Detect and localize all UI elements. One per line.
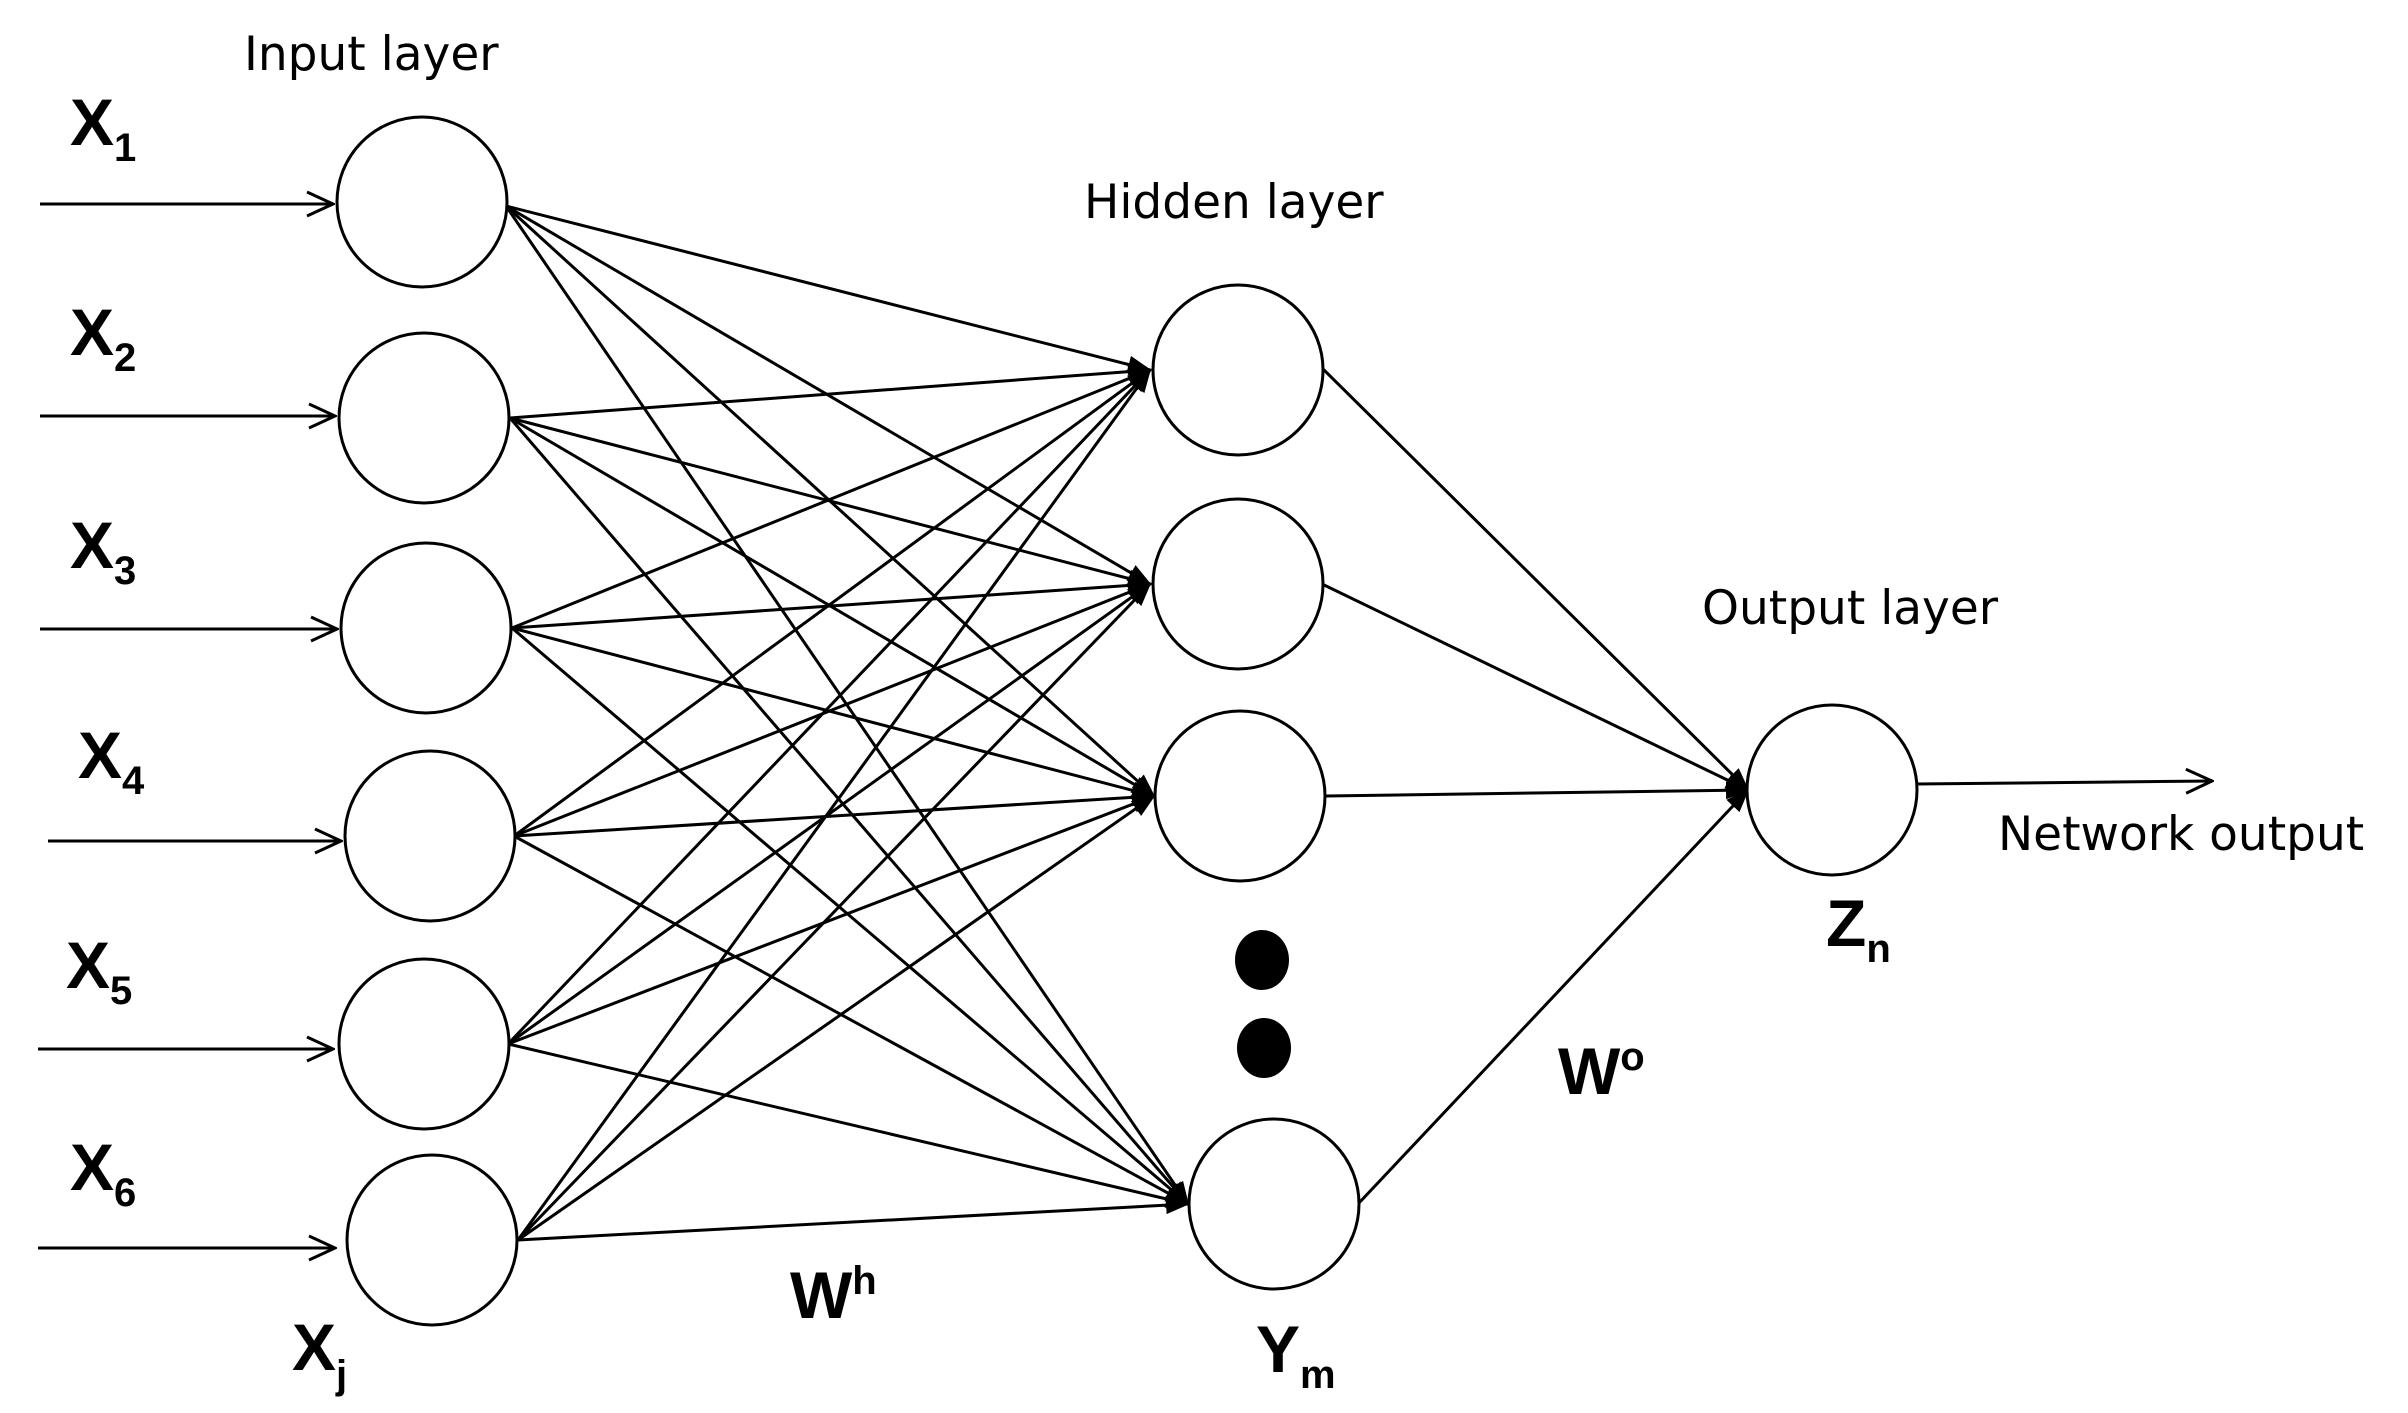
input-node-2 (337, 331, 511, 505)
input-layer-nodes (335, 115, 519, 1327)
input-node-1 (335, 115, 509, 289)
input-node-5 (337, 957, 511, 1131)
edge-input-4-to-hidden-2 (513, 582, 1152, 838)
ellipsis-dot-2 (1237, 1018, 1291, 1078)
edge-hidden-1-to-output (1320, 366, 1750, 792)
input-arrows (38, 204, 341, 1248)
edge-input-4-to-hidden-3 (513, 788, 1156, 838)
input-label-4: X4 (78, 718, 145, 803)
edge-input-4-to-hidden-4 (513, 834, 1190, 1206)
hidden-weights-label: Wh (790, 1258, 877, 1332)
ellipsis-dot-1 (1235, 930, 1289, 990)
network-output-label: Network output (1998, 807, 2364, 862)
edge-input-6-to-hidden-1 (516, 368, 1152, 1241)
output-weights-label: Wo (1558, 1034, 1645, 1108)
edge-input-5-to-hidden-3 (507, 794, 1156, 1046)
edge-input-2-to-hidden-1 (509, 362, 1152, 420)
edge-input-5-to-hidden-4 (507, 1042, 1190, 1208)
input-label-2: X2 (70, 295, 136, 380)
edge-input-3-to-hidden-3 (511, 626, 1156, 800)
input-label-3: X3 (70, 508, 136, 593)
hidden-node-1 (1151, 283, 1325, 457)
input-node-3 (339, 541, 513, 715)
output-node (1745, 703, 1919, 877)
edge-hidden-2-to-output (1321, 582, 1750, 792)
input-label-6: X6 (70, 1130, 136, 1215)
edge-input-2-to-hidden-4 (508, 417, 1190, 1206)
input-general-label: Xj (292, 1310, 347, 1397)
input-label-5: X5 (66, 928, 132, 1013)
edge-input-4-to-hidden-1 (513, 368, 1152, 838)
input-variable-labels: X1 X2 X3 X4 X5 X6 (66, 85, 145, 1215)
edge-input-3-to-hidden-4 (511, 626, 1190, 1206)
connection-lines (504, 204, 1750, 1242)
hidden-node-2 (1151, 497, 1325, 671)
hidden-layer-label: Hidden layer (1084, 175, 1384, 230)
edge-input-6-to-hidden-3 (517, 794, 1156, 1242)
edge-input-5-to-hidden-1 (506, 368, 1152, 1046)
edge-hidden-3-to-output (1325, 781, 1750, 800)
input-layer-label: Input layer (244, 27, 499, 82)
edge-input-1-to-hidden-1 (505, 204, 1152, 374)
output-layer-label: Output layer (1702, 581, 1999, 636)
edge-input-3-to-hidden-2 (511, 576, 1152, 630)
input-node-6 (345, 1153, 519, 1327)
edge-hidden-4-to-output (1356, 788, 1750, 1206)
network-output-arrow (1915, 781, 2212, 784)
output-general-label: Zn (1826, 886, 1891, 971)
input-node-4 (343, 749, 517, 923)
hidden-layer-nodes (1151, 283, 1361, 1291)
hidden-node-3 (1153, 709, 1327, 883)
edge-input-6-to-hidden-2 (516, 582, 1152, 1242)
edge-input-6-to-hidden-4 (517, 1196, 1190, 1242)
edge-input-3-to-hidden-1 (511, 368, 1152, 630)
hidden-general-label: Ym (1256, 1312, 1336, 1397)
hidden-node-m (1187, 1117, 1361, 1291)
input-label-1: X1 (70, 85, 136, 170)
